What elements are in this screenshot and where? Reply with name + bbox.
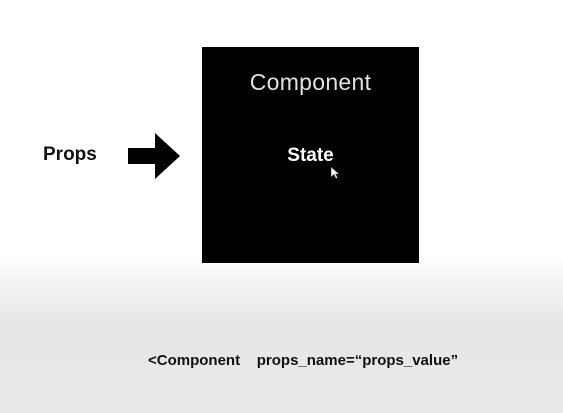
code-example: <Component props_name=“props_value”	[148, 352, 459, 369]
component-box: Component State	[202, 47, 419, 263]
right-arrow-icon	[128, 133, 180, 179]
mouse-pointer-icon	[331, 167, 340, 179]
component-title: Component	[249, 69, 372, 95]
props-label: Props	[43, 144, 97, 165]
state-label: State	[287, 145, 334, 166]
bottom-background	[0, 255, 563, 413]
